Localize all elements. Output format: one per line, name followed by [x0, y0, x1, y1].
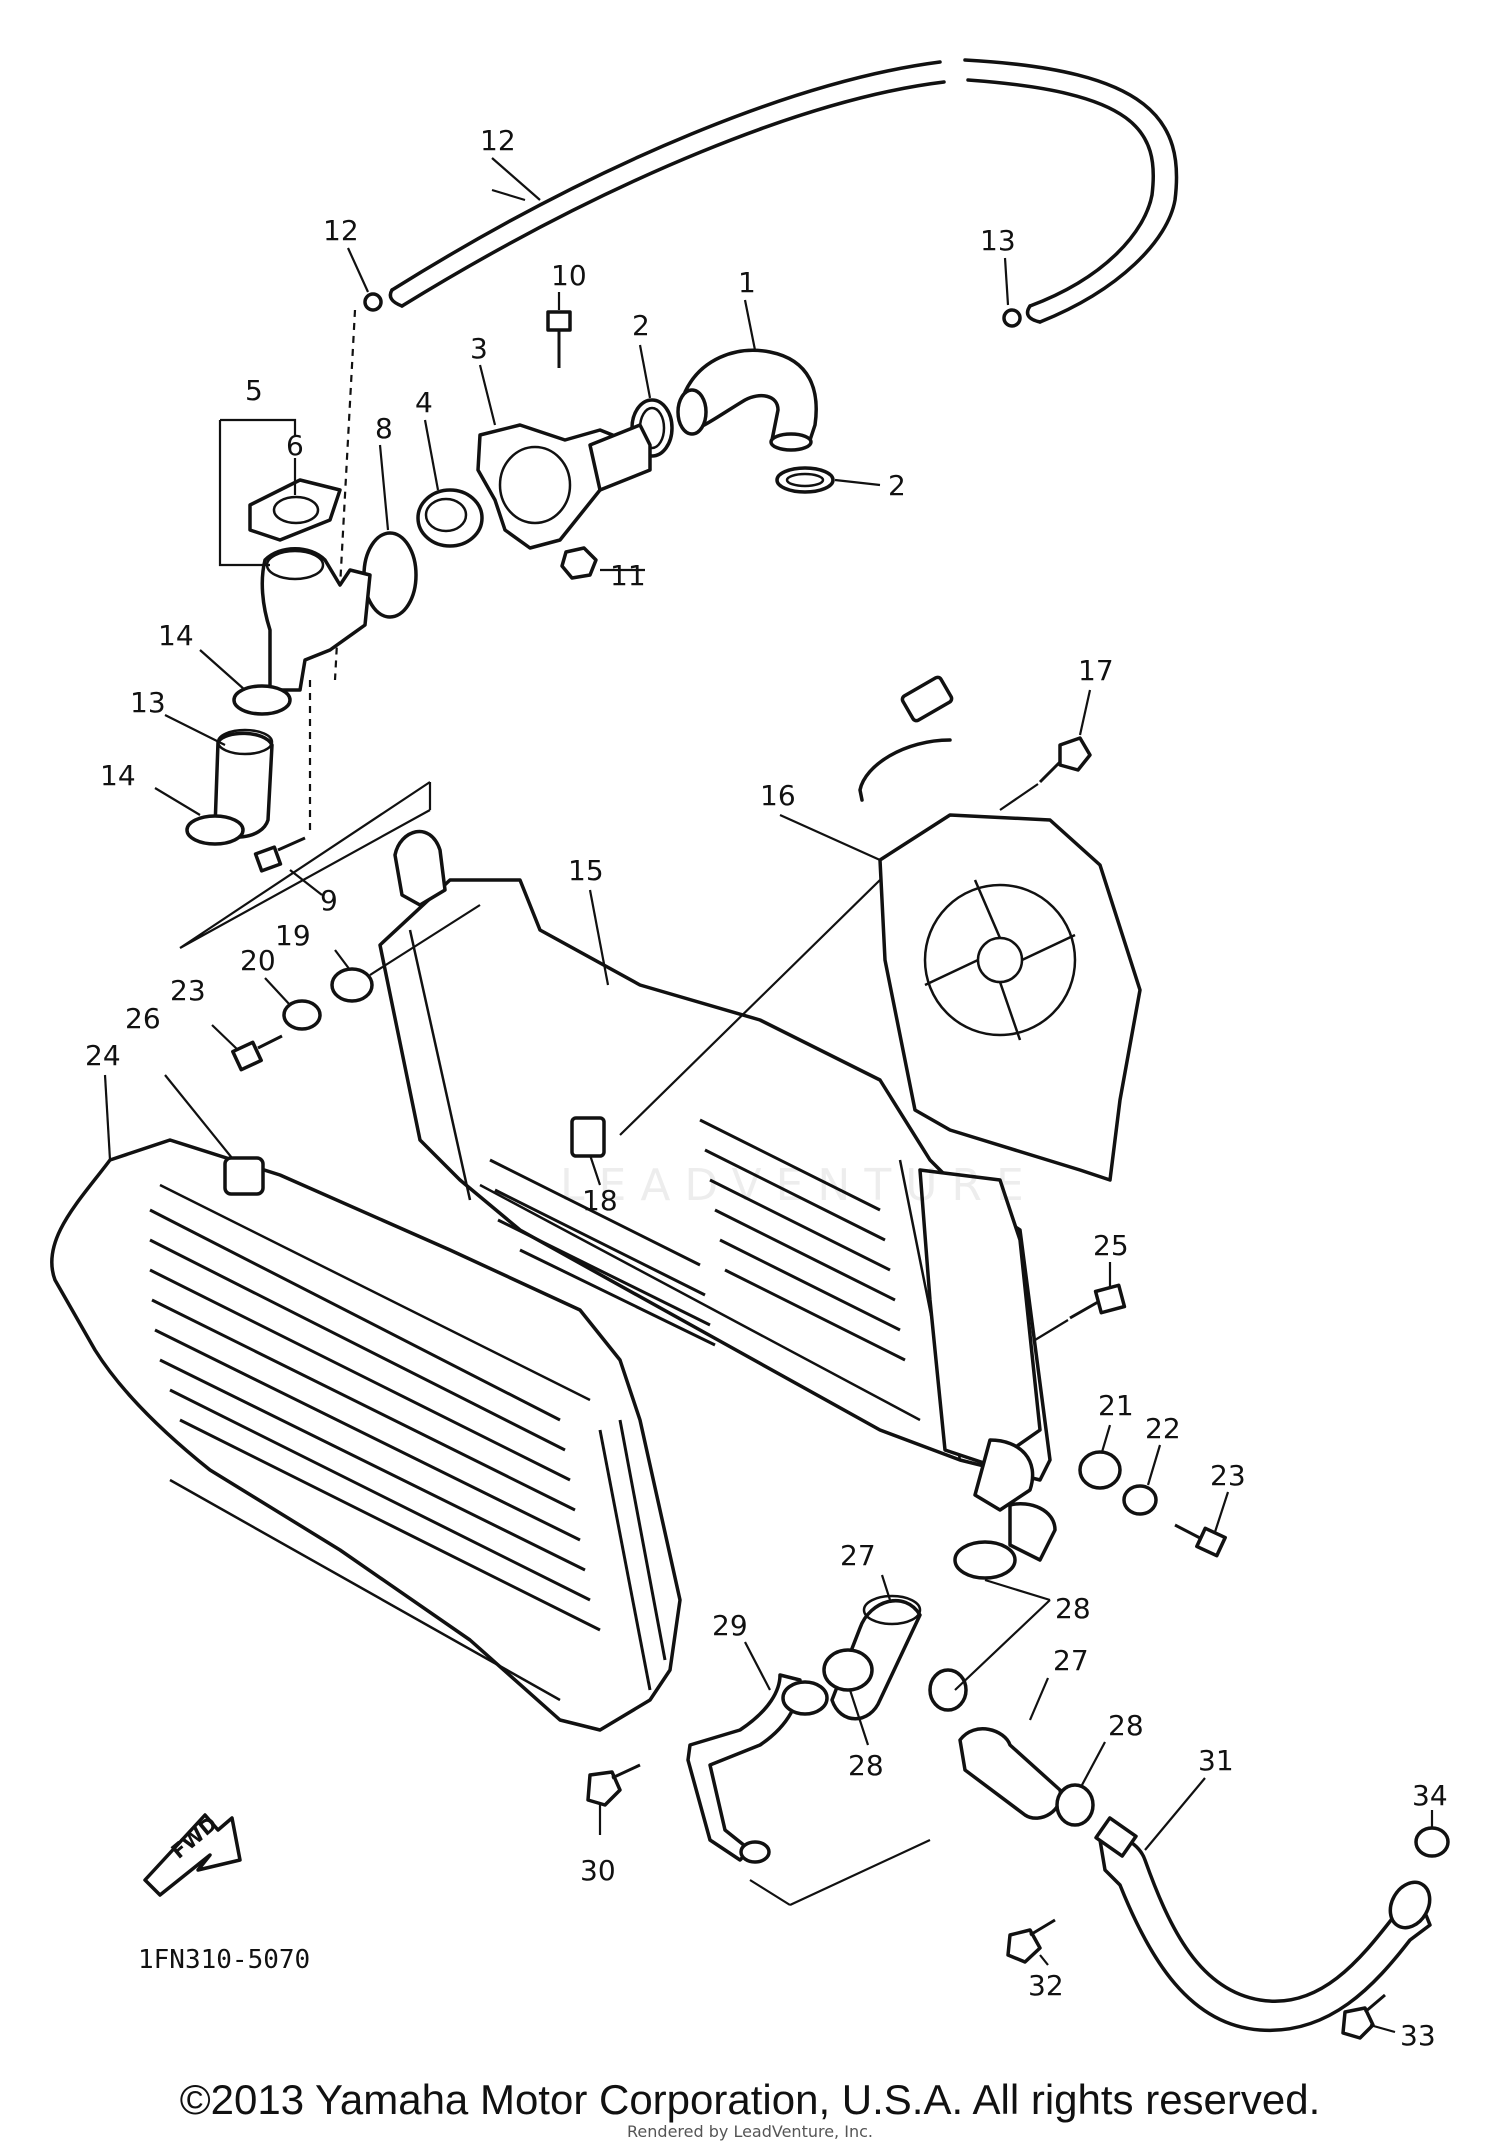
hose-clamp-14-lower	[185, 814, 245, 846]
callout-22: 22	[1145, 1412, 1181, 1445]
nut-10	[560, 546, 598, 580]
callout-2-lower: 2	[888, 469, 906, 502]
bolt-25	[1069, 1283, 1127, 1320]
callout-31: 31	[1198, 1744, 1234, 1777]
bolt-33	[1341, 1993, 1386, 2040]
cooling-fan	[858, 675, 1142, 1182]
callout-6: 6	[286, 429, 304, 462]
callout-12-left: 12	[323, 214, 359, 247]
callout-33: 33	[1400, 2019, 1436, 2052]
bolt-23-left	[231, 1034, 283, 1072]
shroud-louvers	[149, 1208, 667, 1691]
bushing-22	[1122, 1484, 1158, 1516]
pipe-31	[1094, 1816, 1432, 2033]
hose-27-lower	[958, 1727, 1063, 1820]
hose-clip-right	[1002, 308, 1022, 328]
callout-4: 4	[415, 386, 433, 419]
copyright-notice: ©2013 Yamaha Motor Corporation, U.S.A. A…	[179, 2076, 1321, 2123]
callout-15: 15	[568, 854, 604, 887]
o-ring	[362, 531, 418, 619]
pipe-29	[686, 1673, 829, 1864]
callout-7: 8	[375, 412, 393, 445]
hose-clamp-28-b	[822, 1648, 874, 1692]
bolt-8	[253, 836, 306, 873]
callout-3: 3	[470, 332, 488, 365]
callout-16: 16	[760, 779, 796, 812]
bolt-30	[586, 1763, 641, 1807]
callout-10: 11	[610, 559, 646, 592]
outlet-pipe	[260, 547, 372, 692]
upper-hose	[388, 58, 1179, 324]
callout-26: 26	[125, 1002, 161, 1035]
hose-clamp-28-d	[1055, 1783, 1095, 1827]
callout-28-b: 28	[1108, 1709, 1144, 1742]
callout-23-right: 23	[1210, 1459, 1246, 1492]
callout-27-upper: 27	[840, 1539, 876, 1572]
hose-clamp-28-c	[928, 1668, 968, 1712]
callout-9: 10	[551, 259, 587, 292]
hose-clamp-28-a	[953, 1540, 1017, 1580]
callout-28-a: 28	[1055, 1592, 1091, 1625]
bolt-9	[546, 310, 572, 368]
callout-30: 30	[580, 1854, 616, 1887]
callout-14-upper: 14	[158, 619, 194, 652]
callout-29: 29	[712, 1609, 748, 1642]
bolt-17	[1038, 736, 1092, 784]
callout-19: 19	[275, 919, 311, 952]
hose-clamp-14-upper	[232, 684, 292, 716]
rendered-by-notice: Rendered by LeadVenture, Inc.	[627, 2122, 873, 2141]
callout-25: 25	[1093, 1229, 1129, 1262]
bolt-32	[1006, 1918, 1056, 1964]
collar-19	[330, 967, 374, 1003]
callout-13: 13	[130, 686, 166, 719]
callout-17: 17	[1078, 654, 1114, 687]
hose-clamp-lower	[775, 466, 835, 494]
callout-34: 34	[1412, 1779, 1448, 1812]
callout-28-c: 28	[848, 1749, 884, 1782]
callout-numbers: 12 12 13 10 1 2 2 3 4 8 5 6 11 14 13 14 …	[85, 124, 1448, 2052]
watermark: LEADVENTURE	[560, 1160, 1038, 1211]
callout-1: 1	[738, 266, 756, 299]
callout-11: 12	[480, 124, 516, 157]
callout-27-lower: 27	[1053, 1644, 1089, 1677]
callout-12-right: 13	[980, 224, 1016, 257]
radiator-cap	[248, 478, 342, 542]
forward-arrow-icon: FWD	[143, 1811, 242, 1897]
grommet-18	[570, 1116, 606, 1158]
drawing-code: 1FN310-5070	[138, 1945, 310, 1975]
callout-5: 5	[245, 374, 263, 407]
radiator	[378, 829, 1052, 1512]
callout-20: 20	[240, 944, 276, 977]
thermostat-housing	[476, 423, 652, 550]
callout-24: 24	[85, 1039, 121, 1072]
o-ring-34	[1414, 1826, 1450, 1858]
callout-23-left: 23	[170, 974, 206, 1007]
callout-14-lower: 14	[100, 759, 136, 792]
bushing-20	[282, 999, 322, 1031]
callout-32: 32	[1028, 1969, 1064, 2002]
hose-clip-left	[363, 292, 383, 312]
callout-8: 9	[320, 884, 338, 917]
radiator-fins	[489, 1118, 906, 1362]
callout-21: 21	[1098, 1389, 1134, 1422]
callout-2-upper: 2	[632, 309, 650, 342]
hose-elbow	[676, 348, 818, 452]
collar-21	[1078, 1450, 1122, 1490]
grommet-26	[223, 1156, 265, 1196]
thermostat	[416, 488, 484, 548]
bolt-23-right	[1174, 1523, 1227, 1558]
callout-18: 18	[582, 1184, 618, 1217]
callout-leaders	[103, 157, 1434, 2034]
